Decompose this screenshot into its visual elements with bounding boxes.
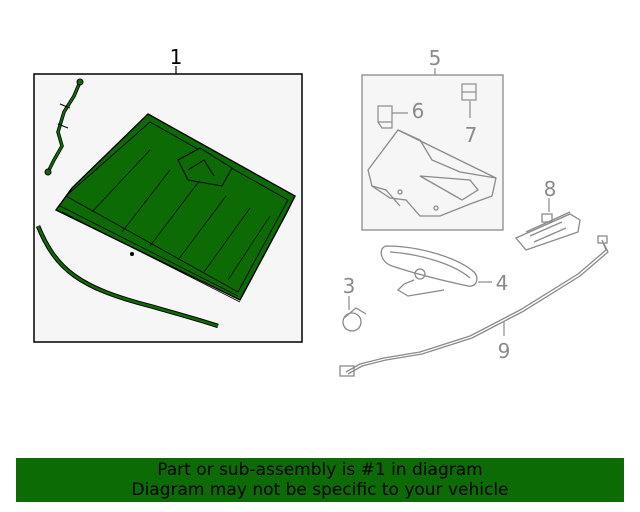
banner-line-2: Diagram may not be specific to your vehi…	[131, 480, 509, 500]
clip-part-6[interactable]	[377, 105, 393, 129]
windshield-harness[interactable]	[44, 78, 84, 176]
callout-3: 3	[343, 274, 356, 298]
sensor-part-8[interactable]	[514, 211, 581, 251]
callout-6: 6	[412, 99, 425, 123]
callout-1: 1	[170, 45, 183, 69]
callout-5: 5	[429, 46, 442, 70]
windshield-molding-fill	[36, 225, 219, 328]
sensor-part-3[interactable]	[342, 307, 367, 332]
banner-line-1: Part or sub-assembly is #1 in diagram	[157, 460, 483, 480]
callout-7: 7	[465, 123, 478, 147]
parts-diagram: 1 5	[33, 45, 609, 377]
part-5-group-box	[361, 74, 504, 231]
mirror-cover-part-5[interactable]	[367, 129, 497, 217]
callout-9: 9	[498, 339, 511, 363]
windshield-part-1[interactable]	[54, 113, 296, 303]
clip-part-7[interactable]	[461, 83, 477, 101]
callout-4: 4	[496, 271, 509, 295]
callout-8: 8	[544, 177, 557, 201]
wiring-harness-part-9[interactable]	[339, 235, 609, 377]
rearview-mirror-part-4[interactable]	[380, 245, 478, 297]
info-banner: Part or sub-assembly is #1 in diagram Di…	[16, 458, 624, 502]
